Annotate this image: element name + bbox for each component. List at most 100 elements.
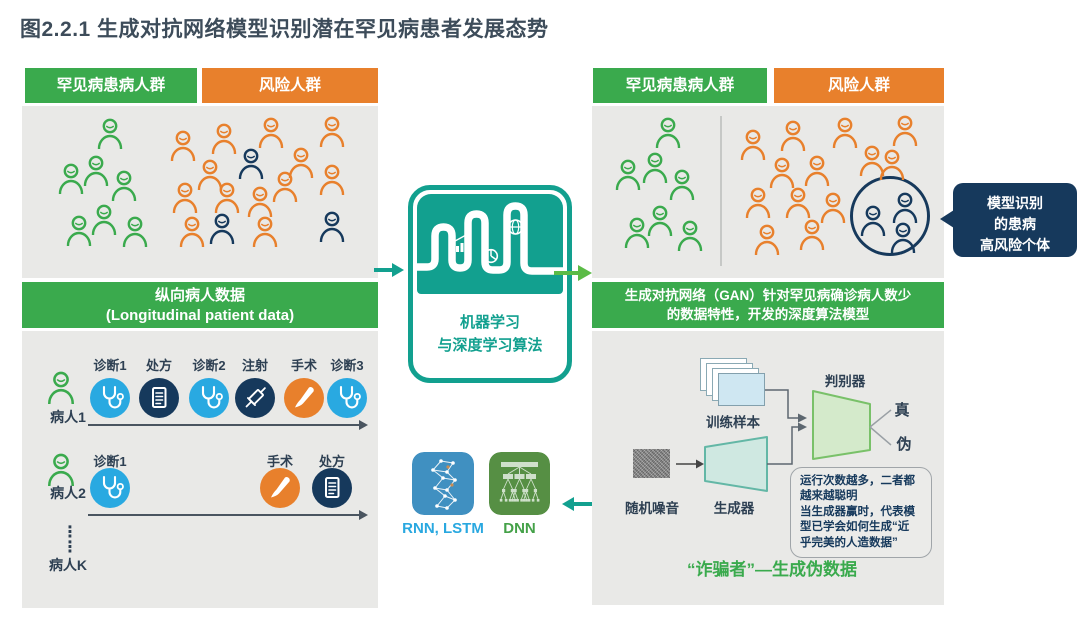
random-noise-square <box>633 449 670 478</box>
person-icon-green <box>641 152 669 183</box>
winding-path-icon <box>417 202 563 275</box>
person-icon-orange <box>891 115 919 146</box>
ml-algorithm-box: 机器学习 与深度学习算法 <box>408 185 572 383</box>
person-icon-green <box>668 169 696 200</box>
event-label: 诊断1 <box>93 358 127 373</box>
left-header-risk-group: 风险人群 <box>202 68 378 103</box>
discriminator-label: 判别器 <box>824 374 866 389</box>
person-icon-orange <box>318 164 346 195</box>
dnn-label: DNN <box>503 520 536 537</box>
person-icon-green <box>110 170 138 201</box>
person-icon-orange <box>739 129 767 160</box>
person-icon-green <box>57 163 85 194</box>
training-samples-label: 训练样本 <box>706 415 760 430</box>
ml-pipeline-art <box>417 194 563 294</box>
rnn-lstm-label: RNN, LSTM <box>402 520 484 537</box>
event-circle-injection <box>235 378 275 418</box>
flow-arrow-out-icon <box>554 265 592 281</box>
surgery-icon <box>264 472 296 504</box>
event-circle-prescription <box>139 378 179 418</box>
model-identified-callout: 模型识别 的患病 高风险个体 <box>940 183 1077 257</box>
left-data-band: 纵向病人数据 (Longitudinal patient data) <box>22 282 378 328</box>
flow-arrow-in-icon <box>374 263 404 277</box>
gan-diagram-lines <box>676 389 892 492</box>
generator-label: 生成器 <box>713 501 755 516</box>
event-label: 手术 <box>290 358 317 373</box>
patients-ellipsis: ⋮ ⋮ <box>62 524 78 557</box>
person-icon-navy <box>859 205 887 236</box>
right-header-risk-group: 风险人群 <box>774 68 944 103</box>
flow-arrow-back-icon <box>562 497 592 511</box>
person-icon-green <box>90 204 118 235</box>
person-icon-orange <box>271 171 299 202</box>
event-label: 处方 <box>145 358 172 373</box>
event-circle-prescription <box>312 468 352 508</box>
person-icon-orange <box>803 155 831 186</box>
event-circle-diagnosis <box>90 378 130 418</box>
person-icon-orange <box>831 117 859 148</box>
right-population-panel <box>592 106 944 278</box>
event-circle-diagnosis <box>90 468 130 508</box>
person-icon-green <box>614 159 642 190</box>
person-icon-orange <box>768 157 796 188</box>
patient1-label: 病人1 <box>50 409 86 425</box>
person-icon-orange <box>169 130 197 161</box>
person-icon-green <box>96 118 124 149</box>
event-circle-surgery <box>260 468 300 508</box>
person-icon-orange <box>213 182 241 213</box>
training-card-front <box>718 373 765 406</box>
diagnosis-icon <box>94 472 126 504</box>
pie-chart-icon <box>483 248 499 264</box>
person-icon-orange <box>318 116 346 147</box>
person-icon-orange <box>779 120 807 151</box>
prescription-icon <box>316 472 348 504</box>
rnn-lstm-icon <box>412 452 474 515</box>
person-icon-green <box>646 205 674 236</box>
person-icon-orange <box>246 186 274 217</box>
longitudinal-data-label: 纵向病人数据 (Longitudinal patient data) <box>105 287 295 325</box>
person-icon-navy <box>208 213 236 244</box>
gan-note-box: 运行次数越多，二者都 越来越聪明 当生成器赢时，代表模 型已学会如何生成“近 乎… <box>790 467 932 559</box>
patient2-timeline-arrow <box>88 510 368 520</box>
event-circle-diagnosis <box>327 378 367 418</box>
person-icon-orange <box>878 149 906 180</box>
person-icon-navy <box>318 211 346 242</box>
generator-trapezoid <box>704 436 768 492</box>
patientK-label: 病人K <box>48 557 88 573</box>
left-population-panel <box>22 106 378 278</box>
person-icon-orange <box>210 123 238 154</box>
person-icon-green <box>121 216 149 247</box>
population-divider <box>720 116 722 266</box>
person-icon-navy <box>237 148 265 179</box>
patient2-label: 病人2 <box>50 485 86 501</box>
fake-label: 伪 <box>896 436 912 453</box>
person-icon-green <box>654 117 682 148</box>
gan-panel: 训练样本 判别器 真 伪 随机噪音 生成器 运行次数越多，二者都 越来越聪明 当… <box>592 331 944 605</box>
person-icon-orange <box>744 187 772 218</box>
gan-band: 生成对抗网络（GAN）针对罕见病确诊病人数少 的数据特性，开发的深度算法模型 <box>592 282 944 328</box>
event-label: 手术 <box>266 454 293 469</box>
person-icon-orange <box>251 216 279 247</box>
person-icon-orange <box>753 224 781 255</box>
random-noise-label: 随机噪音 <box>625 501 679 516</box>
globe-icon <box>507 219 524 235</box>
event-label: 注射 <box>241 358 268 373</box>
event-label: 处方 <box>318 454 345 469</box>
gan-band-label: 生成对抗网络（GAN）针对罕见病确诊病人数少 的数据特性，开发的深度算法模型 <box>624 288 912 322</box>
dnn-icon <box>489 452 550 515</box>
bar-chart-icon <box>454 232 471 252</box>
fraudster-label: “诈骗者”—生成伪数据 <box>687 560 857 579</box>
person-icon-green <box>82 155 110 186</box>
event-circle-diagnosis <box>189 378 229 418</box>
person-icon-green <box>676 220 704 251</box>
person-icon-orange <box>257 117 285 148</box>
discriminator-trapezoid <box>812 390 871 460</box>
event-circle-surgery <box>284 378 324 418</box>
left-header-rare-patients: 罕见病患病人群 <box>25 68 197 103</box>
person-icon-orange <box>178 216 206 247</box>
person-icon-orange <box>784 187 812 218</box>
real-label: 真 <box>894 402 910 419</box>
